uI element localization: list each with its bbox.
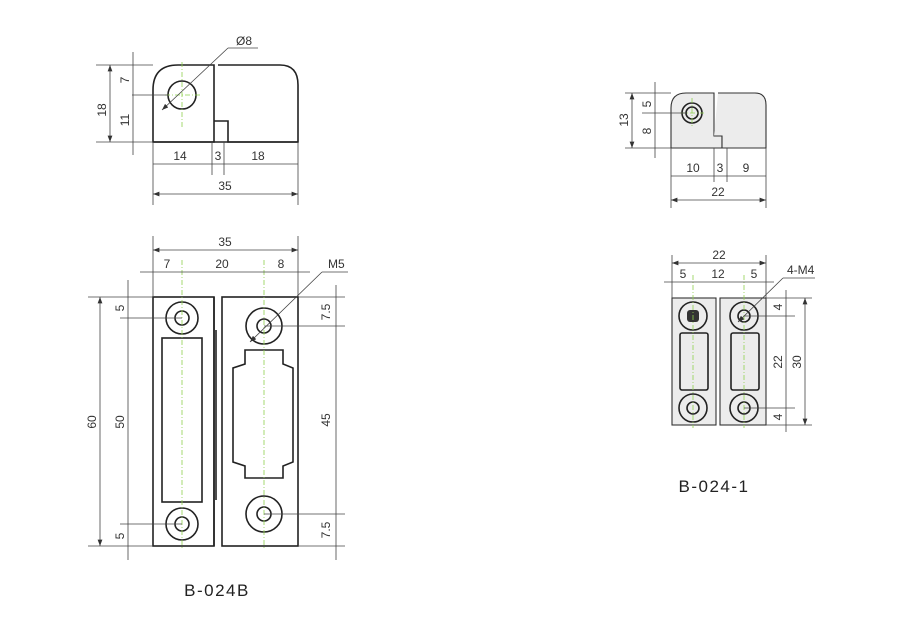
- dim-label: 5: [113, 532, 127, 539]
- dim-label: 45: [319, 413, 333, 427]
- dim-label: 50: [113, 415, 127, 429]
- dim-label: 5: [640, 100, 654, 107]
- thread-label: 4-M4: [787, 263, 815, 277]
- large-top-view: Ø8 18 7 11 14 3 18 35: [95, 34, 299, 205]
- dim-label: 11: [118, 113, 132, 126]
- dim-label: 30: [790, 355, 804, 369]
- dim-label: 7.5: [319, 303, 333, 320]
- dim-label: 4: [771, 413, 785, 420]
- dim-label: 22: [712, 248, 726, 262]
- dim-label: 8: [640, 127, 654, 134]
- hole-diameter-label: Ø8: [236, 34, 252, 48]
- dim-label: 5: [751, 267, 758, 281]
- dim-label: 10: [686, 161, 700, 175]
- dim-label: 35: [218, 235, 232, 249]
- dim-label: 3: [215, 149, 222, 163]
- dim-label: 7: [118, 76, 132, 83]
- dim-label: 5: [680, 267, 687, 281]
- dim-label: 14: [173, 149, 187, 163]
- model-caption: B-024B: [184, 581, 250, 600]
- dim-label: 13: [617, 113, 631, 127]
- dim-label: 20: [215, 257, 229, 271]
- thread-label: M5: [328, 257, 345, 271]
- dim-label: 22: [711, 185, 725, 199]
- dim-label: 4: [771, 303, 785, 310]
- model-caption: B-024-1: [679, 477, 750, 496]
- dim-label: 18: [95, 103, 109, 117]
- dim-label: 9: [743, 161, 750, 175]
- dim-label: 22: [771, 355, 785, 369]
- dim-label: 7.5: [319, 521, 333, 538]
- dim-label: 35: [218, 179, 232, 193]
- dim-label: 3: [717, 161, 724, 175]
- large-front-view: 35 7 20 8 M5 60 50 5 5 7.5 45 7.5: [85, 235, 348, 560]
- dim-label: 60: [85, 415, 99, 429]
- dim-label: 18: [251, 149, 265, 163]
- dim-label: 12: [711, 267, 725, 281]
- dim-label: 5: [113, 304, 127, 311]
- dim-label: 7: [164, 257, 171, 271]
- small-front-view: 22 5 12 5 4-M4 4 22 4 30: [664, 248, 815, 432]
- dim-label: 8: [278, 257, 285, 271]
- small-top-view: 13 5 8 10 3 9 22: [617, 82, 767, 208]
